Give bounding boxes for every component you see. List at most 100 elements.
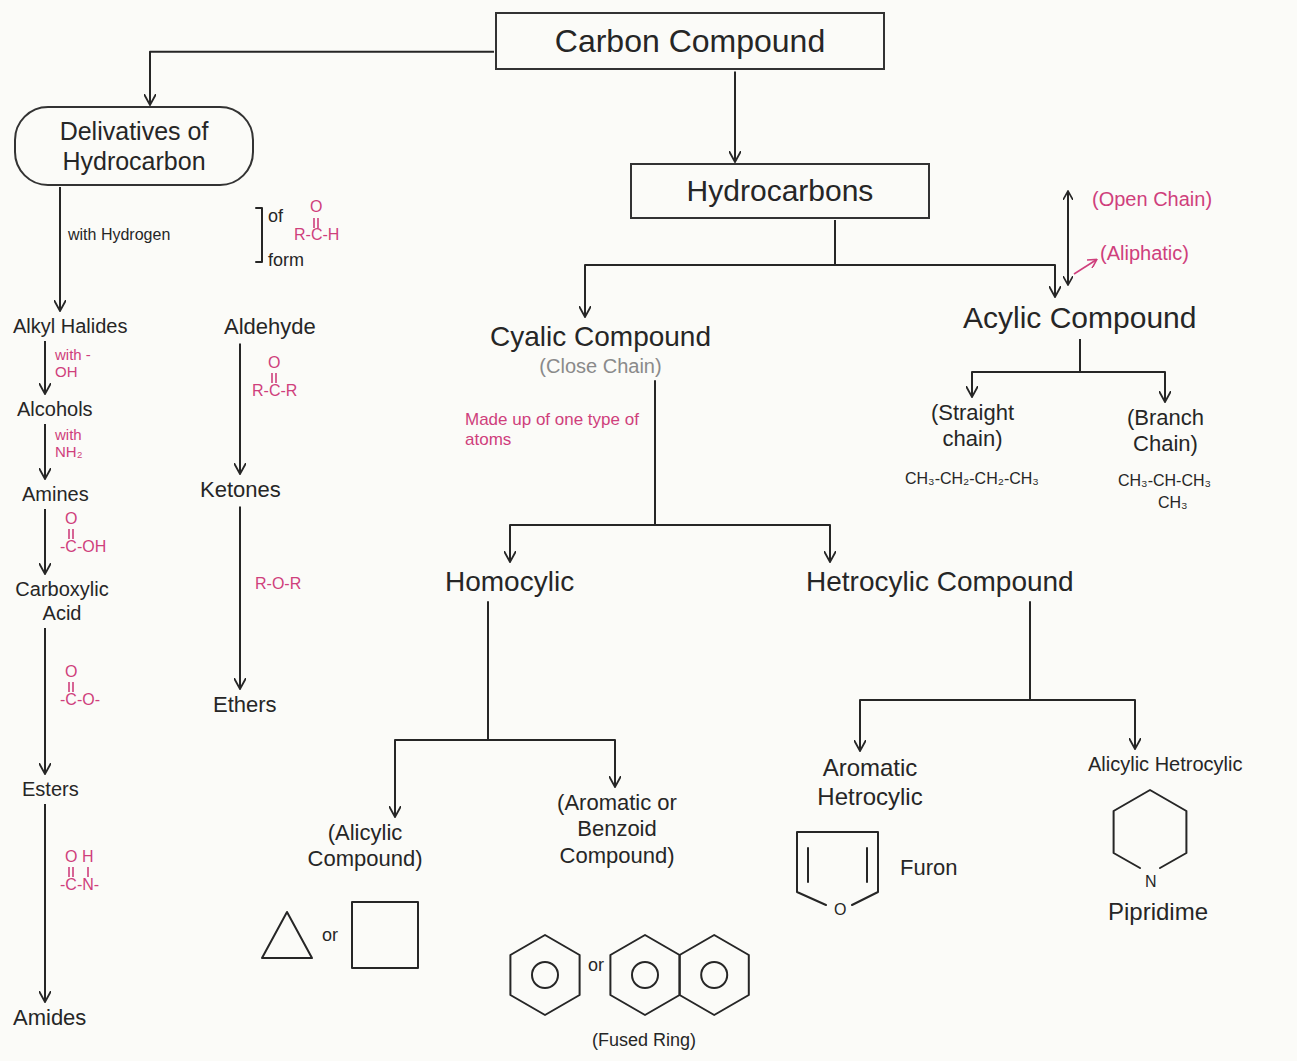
connector-arrow xyxy=(44,628,46,773)
note-label: CH₃ xyxy=(1158,494,1188,512)
fused-ring xyxy=(680,935,749,1015)
node-label: Aldehyde xyxy=(224,314,316,340)
connector-arrow xyxy=(44,509,46,573)
triangle-ring xyxy=(262,912,312,958)
node-label: Alkyl Halides xyxy=(13,314,127,338)
note-label: H xyxy=(82,848,94,866)
node-text: Alicylic Hetrocylic xyxy=(1084,750,1246,778)
double-bond xyxy=(271,373,273,383)
connector-arrow xyxy=(150,52,494,104)
note-label: (Aliphatic) xyxy=(1100,242,1189,265)
double-bond xyxy=(72,529,74,539)
node-text: Alkyl Halides xyxy=(9,312,131,340)
benzene-ring xyxy=(510,935,579,1015)
piperidine-ring xyxy=(1114,790,1187,868)
connector-arrow xyxy=(860,602,1030,750)
connector-arrow xyxy=(972,339,1080,396)
square-ring xyxy=(352,902,418,968)
node-label: (Branch Chain) xyxy=(1112,405,1219,458)
node-label: Amides xyxy=(13,1005,86,1031)
connector-arrow xyxy=(734,71,736,161)
note-label: or xyxy=(322,925,338,946)
node-label: Alcohols xyxy=(17,397,93,421)
node-text: Alcohols xyxy=(13,395,97,423)
node-box: Hydrocarbons xyxy=(630,163,930,219)
rounded-box: Delivatives of Hydrocarbon xyxy=(14,106,254,186)
node-label: Hydrocarbons xyxy=(646,173,914,209)
bracket xyxy=(256,208,262,262)
note-label: O xyxy=(310,198,322,216)
node-text: Acylic Compound xyxy=(959,298,1200,338)
edge-label: R-O-R xyxy=(255,575,301,593)
node-text: Aldehyde xyxy=(220,312,320,342)
node-text: Cyalic Compound(Close Chain) xyxy=(486,318,715,380)
note-label: of xyxy=(268,206,283,227)
edge-label: -C-O- xyxy=(60,691,100,709)
note-label: CH₃-CH-CH₃ xyxy=(1118,472,1211,490)
double-bond xyxy=(72,682,74,692)
note-label: or xyxy=(588,955,604,976)
node-text: Carboxylic Acid xyxy=(2,575,122,627)
node-text: Ethers xyxy=(209,690,281,720)
fused-ring xyxy=(610,935,679,1015)
note-label: O xyxy=(65,848,77,866)
note-label: form xyxy=(268,250,304,271)
double-bond xyxy=(866,848,868,882)
edge-label: -C-N- xyxy=(60,876,99,894)
node-label: Amines xyxy=(22,482,89,506)
node-text: Hetrocylic Compound xyxy=(802,563,1078,601)
node-label: (Aromatic or Benzoid Compound) xyxy=(536,790,698,869)
note-label: Pipridime xyxy=(1108,898,1208,926)
connector-arrow xyxy=(239,343,241,473)
node-text: Esters xyxy=(18,775,83,803)
connector-arrow xyxy=(1030,602,1135,748)
note-label: (Open Chain) xyxy=(1092,188,1212,211)
node-label: Aromatic Hetrocylic xyxy=(769,754,971,812)
note-label: O xyxy=(834,901,846,919)
node-text: (Alicylic Compound) xyxy=(290,818,440,875)
edge-label: with -OH xyxy=(55,346,95,381)
node-label: (Straight chain) xyxy=(919,400,1026,453)
double-bond xyxy=(72,867,74,877)
aromatic-circle xyxy=(632,962,658,988)
node-label: (Alicylic Compound) xyxy=(294,820,436,873)
furan-ring xyxy=(797,832,878,905)
aromatic-circle xyxy=(532,962,558,988)
note-label: CH₃-CH₂-CH₂-CH₃ xyxy=(905,470,1039,488)
pointer-arrow xyxy=(1074,260,1096,274)
node-label: Hetrocylic Compound xyxy=(806,565,1074,599)
connector-arrow xyxy=(655,381,830,561)
note-label: O xyxy=(65,663,77,681)
node-label: Ketones xyxy=(200,477,281,503)
node-text: (Aromatic or Benzoid Compound) xyxy=(532,788,702,871)
connector-arrow xyxy=(44,424,46,478)
connector-arrow xyxy=(585,220,835,316)
connector-arrow xyxy=(44,804,46,1001)
note-label: O xyxy=(65,510,77,528)
node-label: Ethers xyxy=(213,692,277,718)
node-label: Carbon Compound xyxy=(511,22,869,60)
edge-label: R-C-R xyxy=(252,382,297,400)
double-bond xyxy=(68,682,70,692)
aromatic-circle xyxy=(701,962,727,988)
node-label: Acylic Compound xyxy=(963,300,1196,336)
node-label: Delivatives of Hydrocarbon xyxy=(32,116,236,176)
single-bond xyxy=(87,867,89,877)
node-label: Cyalic Compound xyxy=(490,320,711,354)
note-label: N xyxy=(1145,873,1157,891)
node-text: (Branch Chain) xyxy=(1108,403,1223,460)
double-bond xyxy=(275,373,277,383)
node-label: Carboxylic Acid xyxy=(6,577,118,625)
note-label: O xyxy=(268,354,280,372)
node-note: (Close Chain) xyxy=(490,354,711,378)
note-label: R-C-H xyxy=(294,226,339,244)
node-text: (Straight chain) xyxy=(915,398,1030,455)
double-bond xyxy=(68,529,70,539)
double-arrow xyxy=(1067,192,1069,284)
connector-arrow xyxy=(44,341,46,393)
connector-arrow xyxy=(239,506,241,688)
node-text: Amides xyxy=(9,1003,90,1033)
node-text: Aromatic Hetrocylic xyxy=(765,752,975,814)
double-bond xyxy=(68,867,70,877)
